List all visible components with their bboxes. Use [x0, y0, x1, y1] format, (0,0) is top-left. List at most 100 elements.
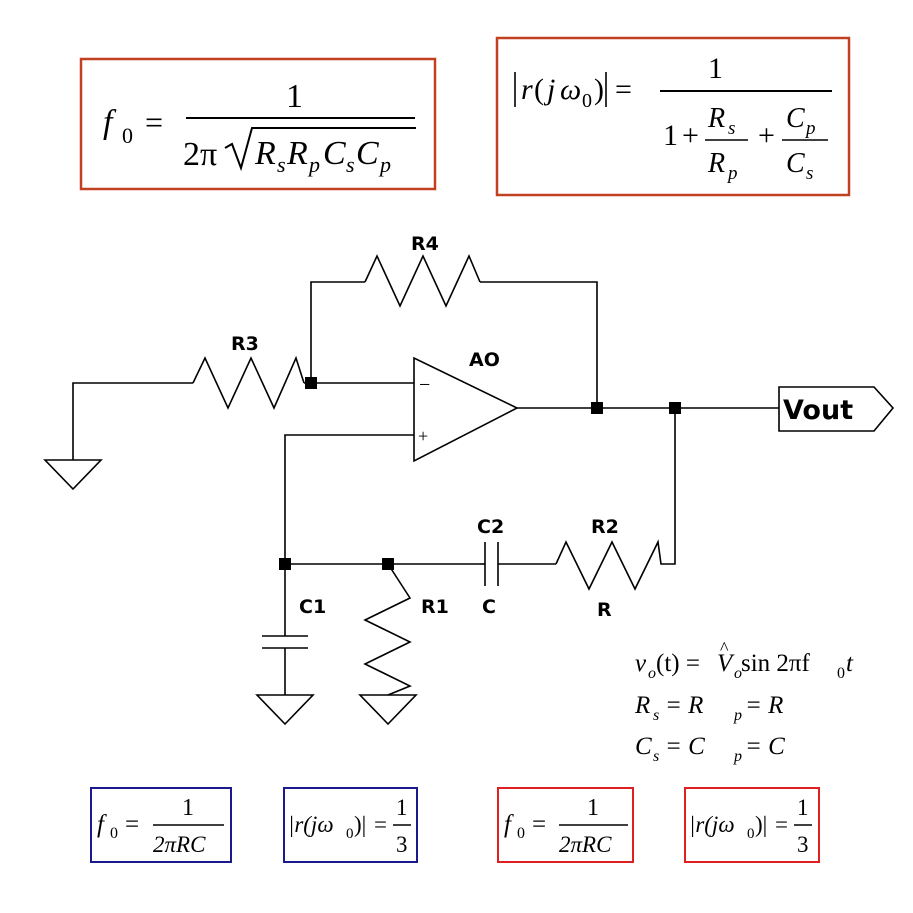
result2-lhs-sub: 0: [346, 826, 354, 842]
vout-tag: [778, 386, 895, 432]
cond2-p: p: [733, 707, 742, 724]
node-c1: [279, 558, 291, 570]
opamp-plus: +: [418, 426, 428, 446]
label-r2-value: R: [597, 599, 612, 621]
f0-lhs-var: f: [103, 104, 117, 141]
cond3-mid: = C: [665, 733, 705, 760]
wire-ground-left: [72, 382, 193, 460]
node-r3-r4: [305, 377, 317, 389]
f0-den-C: C: [323, 135, 346, 172]
result3-num: 1: [587, 795, 599, 821]
result2-lhs: |r(jω: [288, 812, 334, 837]
cond1-V-sub: o: [734, 665, 742, 682]
f0-den-2pi: 2π: [183, 136, 217, 173]
node-r1: [382, 558, 394, 570]
ground-symbol-c1: [255, 694, 315, 726]
result3-lhs: f: [504, 811, 514, 838]
f0-den-p: p: [307, 152, 320, 177]
r-paren-open: (: [534, 73, 544, 106]
cond3-s: s: [653, 748, 659, 765]
cond1-v-sub: o: [648, 665, 656, 682]
result2-lhs-end: )|: [354, 812, 366, 837]
f0-den-s2: s: [346, 152, 355, 177]
cond2-R: R: [634, 692, 650, 719]
result4-eq: =: [775, 812, 788, 837]
circuit: R4 R3 − + AO Vout C2 C R2 R: [43, 233, 895, 726]
f0-lhs-sub: 0: [122, 123, 133, 148]
r-frac1-den-sub: p: [726, 163, 738, 184]
result4-den: 3: [797, 832, 809, 857]
formula-box-f0: [79, 57, 437, 191]
opamp-ao: [413, 356, 519, 463]
opamp-minus: −: [419, 374, 430, 396]
result-box-4: [684, 787, 820, 863]
f0-den-p2: p: [378, 152, 391, 177]
cond1-hat: ^: [720, 638, 729, 658]
result1-den: 2πRC: [153, 832, 206, 857]
r-paren-close: ): [594, 73, 604, 106]
r-eq: =: [615, 73, 632, 106]
ground-symbol-r1: [358, 694, 418, 726]
cond3-C: C: [635, 733, 652, 760]
result1-lhs-sub: 0: [110, 825, 118, 842]
node-output-r4: [591, 402, 603, 414]
wire-r4-left: [310, 281, 365, 383]
r-frac2-num: C: [786, 103, 805, 134]
f0-den-s: s: [277, 152, 286, 177]
formula-r: r ( j ω 0 ) = 1 1 + R s R p + C p C s: [514, 52, 832, 184]
ground-symbol: [43, 459, 103, 491]
r-frac2-den-sub: s: [806, 163, 813, 184]
result1-eq: =: [125, 811, 139, 838]
cond3-end: = C: [745, 733, 785, 760]
result-box-3: [497, 787, 634, 863]
resistor-r3: [192, 355, 305, 410]
sqrt-sign: [224, 127, 416, 172]
result3-eq: =: [532, 811, 546, 838]
label-c1: C1: [299, 596, 326, 618]
r-den-one: 1: [663, 119, 678, 152]
cond3-p: p: [733, 748, 742, 765]
label-ao: AO: [469, 349, 500, 371]
r-var: r: [521, 73, 533, 106]
r-frac1-num: R: [707, 103, 725, 134]
cond2-end: = R: [745, 692, 783, 719]
label-vout: Vout: [783, 395, 853, 426]
cond1-tail-sub: 0: [837, 665, 845, 682]
r-j: j: [543, 73, 555, 106]
r-frac1-num-sub: s: [728, 118, 735, 139]
label-r2: R2: [591, 516, 619, 538]
r-den-plus2: +: [758, 119, 775, 152]
result-box-1: [90, 787, 232, 863]
r-den-plus1: +: [682, 119, 699, 152]
result2-eq: =: [374, 812, 387, 837]
result4-lhs-end: )|: [755, 812, 767, 837]
formula-f0: f 0 = 1 2π R s R p C s C p: [103, 78, 416, 177]
result1-lhs: f: [97, 811, 107, 838]
result3-den: 2πRC: [559, 832, 612, 857]
f0-den-R2: R: [286, 135, 308, 172]
r-omega-sub: 0: [582, 90, 592, 112]
f0-eq: =: [145, 104, 163, 140]
result2-den: 3: [396, 832, 408, 857]
resistor-r1: [363, 563, 412, 696]
result4-lhs-sub: 0: [747, 826, 755, 842]
r-frac1-den: R: [707, 148, 725, 179]
f0-den-C2: C: [356, 135, 379, 172]
cond1-v: v: [635, 650, 647, 677]
label-r1: R1: [421, 596, 449, 618]
formula-box-r: [495, 36, 851, 197]
cond2-s: s: [653, 707, 659, 724]
cond2-mid: = R: [665, 692, 703, 719]
result4-num: 1: [797, 795, 809, 820]
label-r4: R4: [411, 233, 439, 255]
cond1-tail: sin 2πf: [741, 650, 811, 677]
f0-numerator: 1: [286, 78, 303, 115]
result3-lhs-sub: 0: [517, 825, 525, 842]
result1-num: 1: [182, 795, 194, 821]
wire-r4-right: [480, 281, 598, 408]
label-c2-value: C: [482, 596, 496, 618]
f0-den-R: R: [254, 135, 276, 172]
conditions: v o (t) = V ^ o sin 2πf 0 t R s = R p = …: [634, 638, 854, 765]
r-frac2-den: C: [786, 148, 805, 179]
r-omega: ω: [560, 73, 581, 106]
